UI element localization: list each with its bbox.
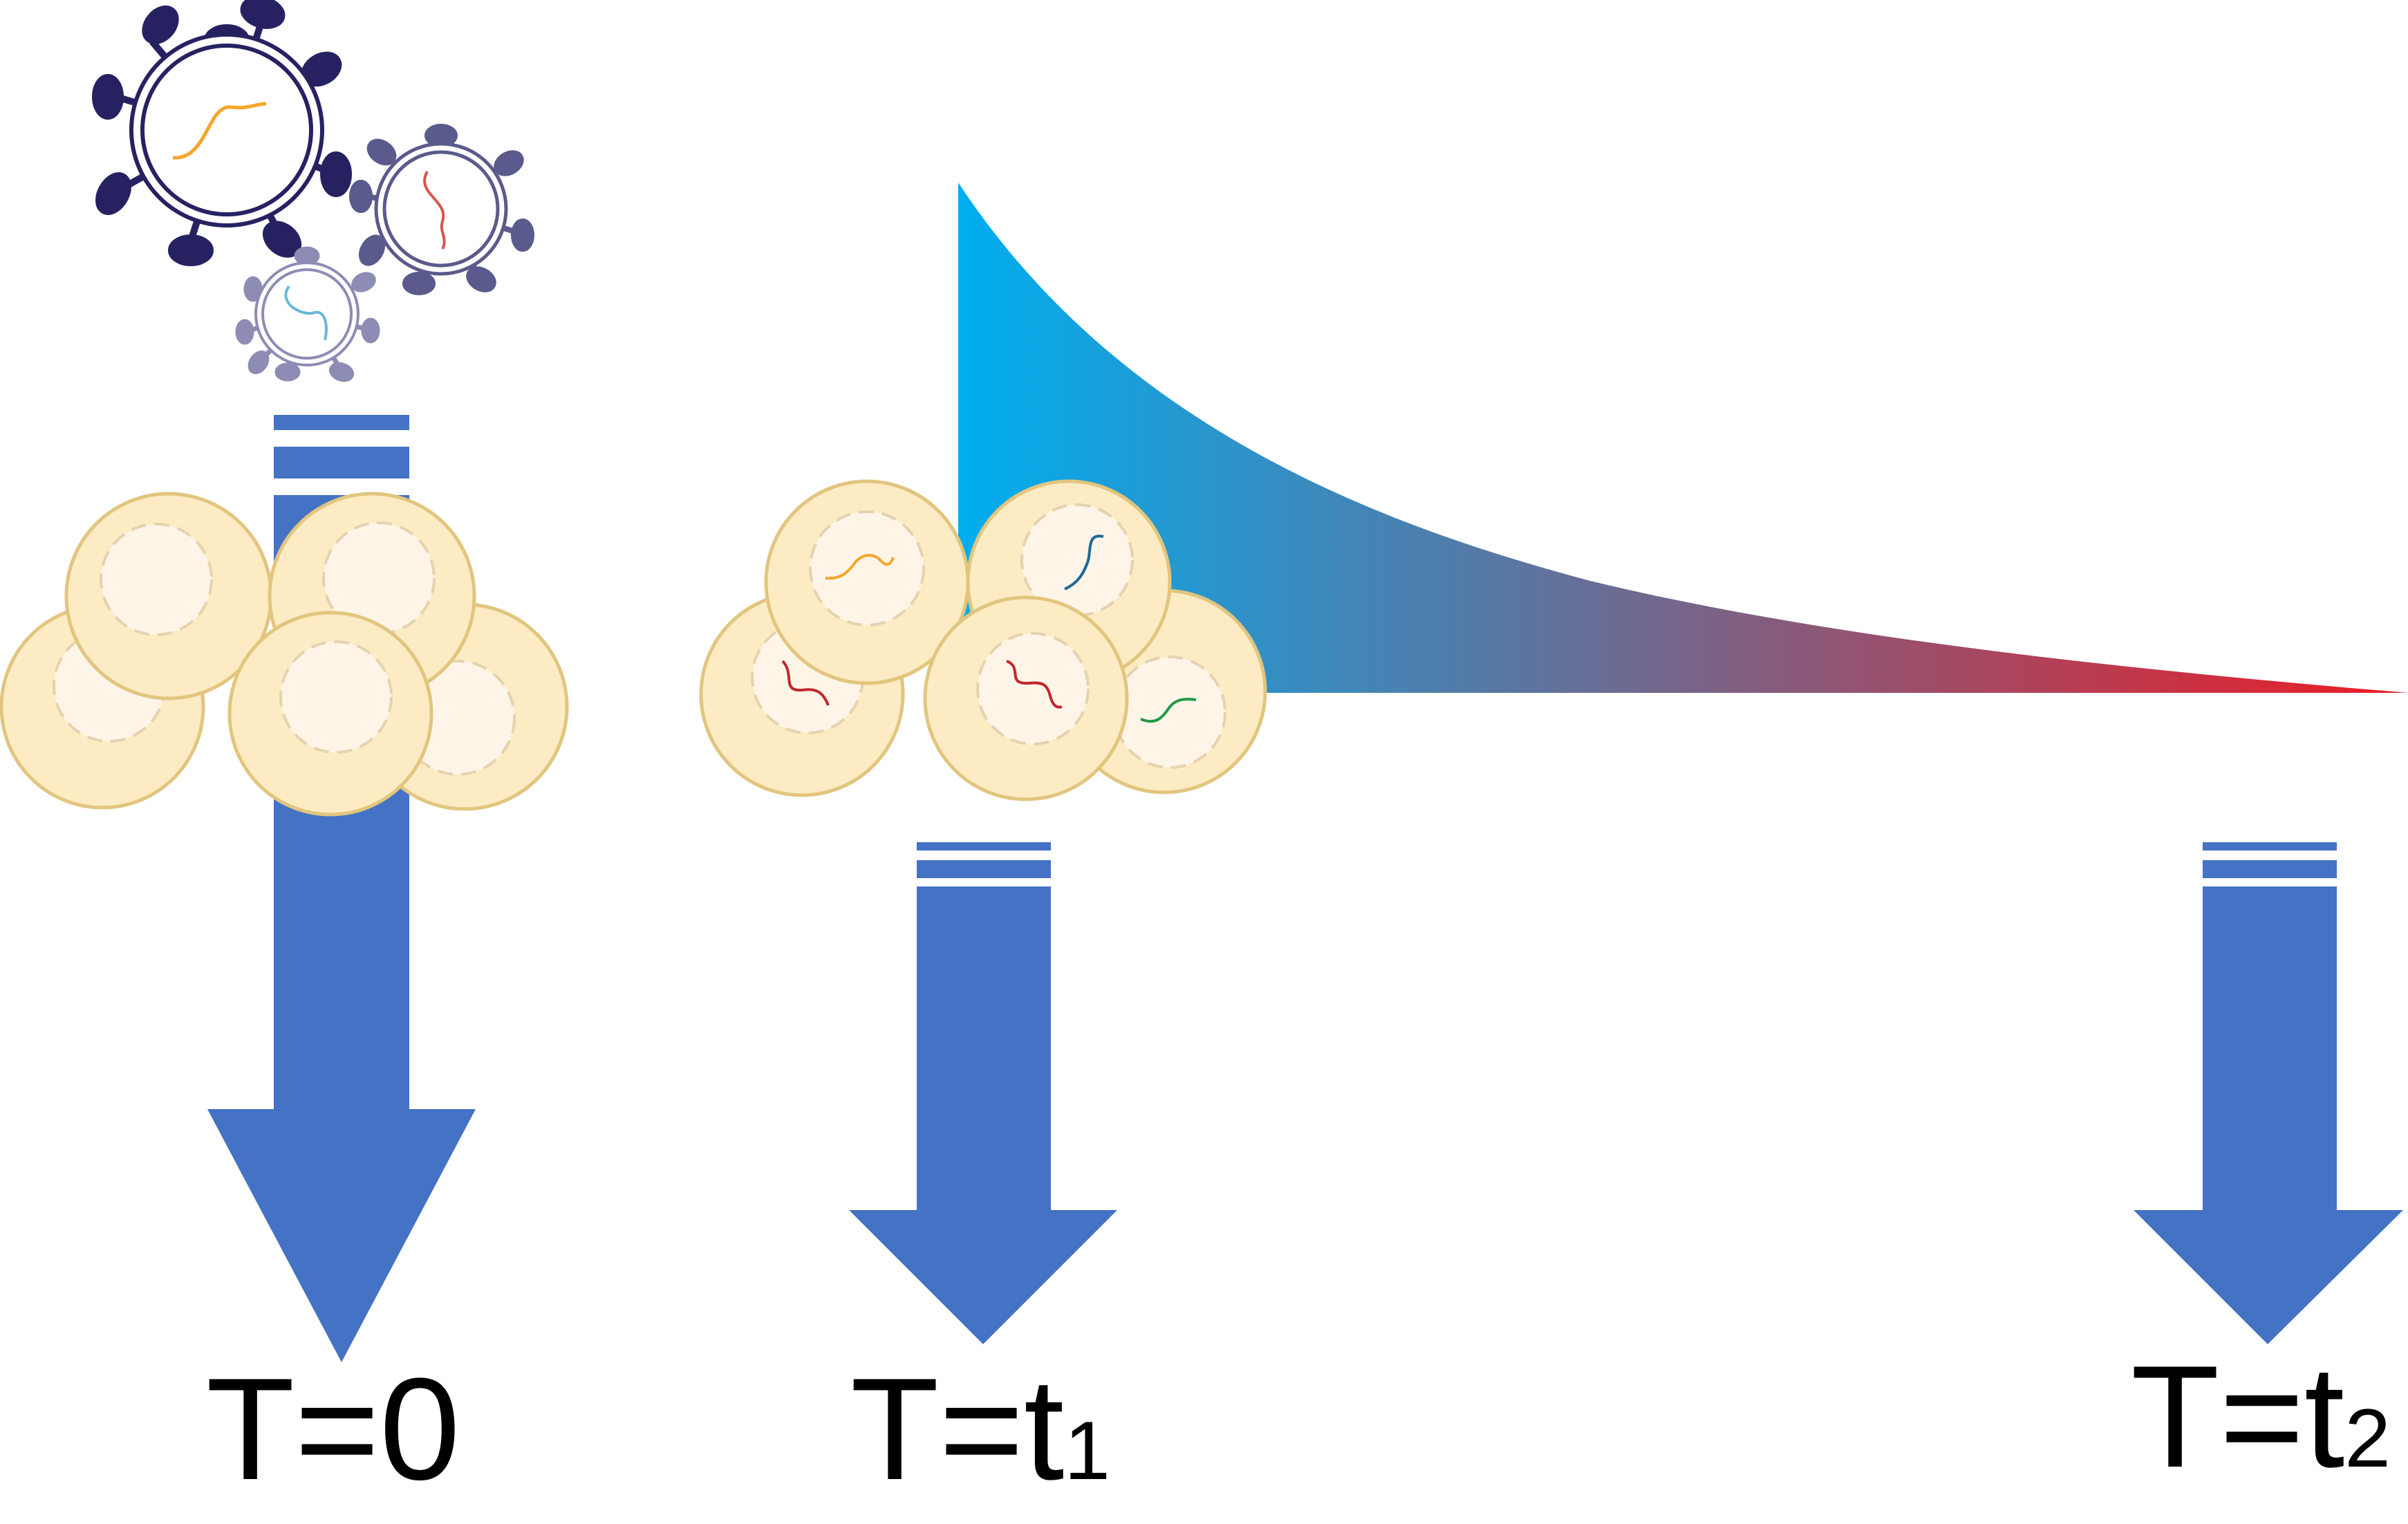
cell-icon	[227, 611, 433, 817]
cell-cluster-t1	[699, 479, 1267, 801]
down-arrow-icon-t1	[849, 842, 1117, 1344]
time-label-t1: T=t1	[850, 1357, 1110, 1502]
cell-icon	[64, 492, 273, 700]
cell-cluster-t0	[0, 492, 569, 817]
virus-icon-large	[92, 0, 352, 266]
cell-icon	[923, 595, 1129, 801]
time-label-t1-text: T=t	[850, 1348, 1065, 1510]
virus-icon-medium	[349, 124, 534, 295]
down-arrow-icon-t2	[2134, 842, 2403, 1344]
time-label-t0-text: T=0	[206, 1348, 460, 1510]
time-label-t1-subscript: 1	[1064, 1404, 1111, 1497]
time-label-t2: T=t2	[2131, 1344, 2391, 1489]
time-label-t2-subscript: 2	[2344, 1392, 2391, 1485]
time-label-t0: T=0	[206, 1357, 460, 1502]
decay-curve-shape	[958, 183, 2408, 693]
virus-icon-small	[235, 246, 380, 382]
time-label-t2-text: T=t	[2131, 1335, 2345, 1498]
cell-icon	[764, 479, 970, 685]
